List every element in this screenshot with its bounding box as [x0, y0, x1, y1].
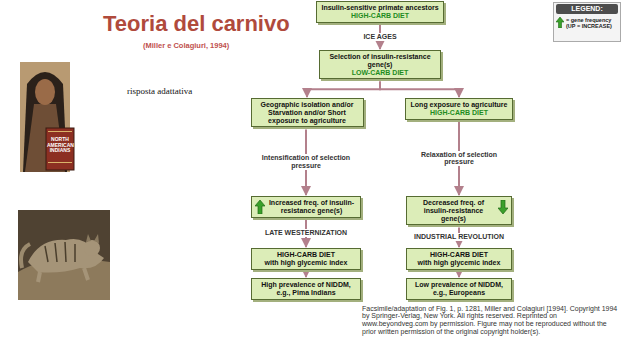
- box-text: HIGH-CARB DIET: [256, 251, 356, 259]
- painting-ground: [18, 210, 110, 300]
- figure-caption: Facsimile/adaptation of Fig. 1, p. 1281,…: [362, 305, 622, 336]
- gene-arrow-symbol: [498, 200, 508, 214]
- edge-label: ICE AGES: [361, 33, 398, 41]
- legend-arrow-symbol: [556, 17, 564, 28]
- edge-label: LATE WESTERNIZATION: [263, 229, 349, 237]
- process-box: Geographic isolation and/or Starvation a…: [251, 98, 364, 127]
- cat-ears: [86, 234, 99, 243]
- book-cover: [46, 128, 74, 170]
- edge-label: INDUSTRIAL REVOLUTION: [412, 233, 506, 241]
- legend-text: = gene frequency (UP = INCREASE): [566, 17, 619, 30]
- flow-arrow: [458, 272, 460, 277]
- box-subtext: LOW-CARB DIET: [324, 69, 436, 77]
- legend-arrow-symbol: [556, 17, 564, 28]
- process-box: HIGH-CARB DIETwith high glycemic index: [251, 248, 361, 270]
- box-subtext: HIGH-CARB DIET: [321, 12, 439, 20]
- wildcat-painting: [18, 210, 110, 300]
- book-title: NORTH AMERICAN INDIANS: [47, 137, 73, 154]
- portrait-photo: [20, 62, 74, 172]
- citation: (Miller e Colagiuri, 1994): [143, 42, 229, 50]
- process-box: Increased freq. of insulin-resistance ge…: [251, 196, 361, 218]
- box-text: Long exposure to agriculture: [410, 101, 508, 109]
- gene-arrow-symbol: [498, 200, 508, 214]
- gene-arrow-symbol: [255, 200, 265, 214]
- box-subtext: with high glycemic index: [256, 259, 356, 267]
- cat-stripes: [45, 242, 75, 262]
- box-text: High prevalence of NIDDM, e.g., Pima Ind…: [256, 281, 356, 297]
- process-box: HIGH-CARB DIETwith high glycemic index: [406, 248, 512, 270]
- process-box: Insulin-sensitive primate ancestorsHIGH-…: [316, 1, 444, 23]
- cat-legs: [38, 268, 88, 282]
- process-box: Decreased freq. of insulin-resistance ge…: [406, 196, 512, 225]
- box-subtext: with high glycemic index: [411, 259, 507, 267]
- legend-heading: LEGEND:: [556, 4, 618, 14]
- process-box: Selection of insulin-resistance gene(s)L…: [319, 50, 441, 79]
- side-note: risposta adattativa: [127, 86, 192, 96]
- box-text: Geographic isolation and/or Starvation a…: [256, 101, 359, 124]
- box-text: Insulin-sensitive primate ancestors: [321, 4, 439, 12]
- process-box: Long exposure to agricultureHIGH-CARB DI…: [405, 98, 513, 120]
- gene-arrow-symbol: [255, 200, 265, 214]
- edge-label: Relaxation of selection pressure: [407, 151, 511, 167]
- slide-title: Teoria del carnivo: [103, 11, 290, 37]
- flow-arrow: [380, 81, 459, 97]
- flow-arrow: [307, 81, 380, 97]
- process-box: Low prevalence of NIDDM, e.g., Europeans: [406, 278, 512, 300]
- edge-label: Intensification of selection pressure: [254, 154, 358, 170]
- process-box: High prevalence of NIDDM, e.g., Pima Ind…: [251, 278, 361, 300]
- box-text: Low prevalence of NIDDM, e.g., Europeans: [411, 281, 507, 297]
- book-rule: [48, 162, 72, 163]
- legend-entry: = gene frequency (UP = INCREASE): [556, 17, 619, 30]
- box-subtext: HIGH-CARB DIET: [410, 109, 508, 117]
- box-text: HIGH-CARB DIET: [411, 251, 507, 259]
- cat-body: [28, 239, 104, 272]
- flow-arrow: [305, 272, 307, 277]
- book-rule: [48, 131, 72, 132]
- box-text: Increased freq. of insulin-resistance ge…: [267, 199, 356, 215]
- box-text: Selection of insulin-resistance gene(s): [324, 53, 436, 69]
- face: [35, 79, 55, 105]
- cat-tail: [21, 244, 30, 268]
- box-text: Decreased freq. of insulin-resistance ge…: [411, 199, 496, 222]
